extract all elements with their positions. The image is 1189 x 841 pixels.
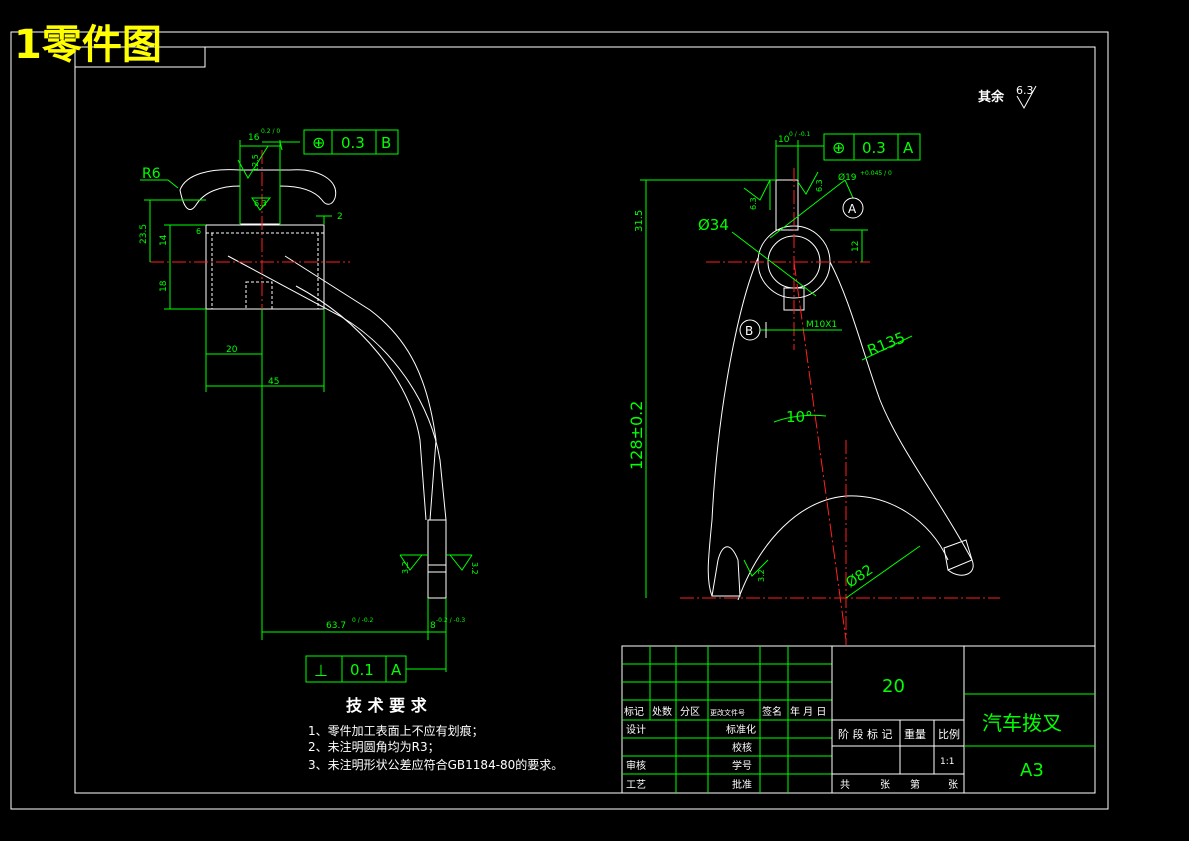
svg-text:B: B <box>381 134 391 152</box>
svg-text:6: 6 <box>196 227 201 236</box>
svg-text:重量: 重量 <box>904 727 926 741</box>
svg-text:⊕: ⊕ <box>832 138 845 157</box>
svg-text:A: A <box>848 202 857 216</box>
dim-34: Ø34 <box>698 216 729 234</box>
other-surfaces-value: 6.3 <box>1016 84 1034 97</box>
svg-text:B: B <box>745 324 753 338</box>
svg-text:14: 14 <box>159 234 169 246</box>
svg-text:标记: 标记 <box>624 706 644 718</box>
right-arm <box>829 261 974 576</box>
datum-a-marker <box>842 197 864 219</box>
svg-text:10: 10 <box>778 135 790 145</box>
svg-text:A: A <box>391 661 402 679</box>
svg-text:0.1: 0.1 <box>350 661 374 679</box>
svg-text:工艺: 工艺 <box>626 779 646 791</box>
svg-text:0.3: 0.3 <box>341 134 365 152</box>
svg-text:-0.2 / -0.3: -0.2 / -0.3 <box>436 617 465 624</box>
svg-text:6.3: 6.3 <box>254 199 267 208</box>
radius-135: R135 <box>865 328 908 359</box>
svg-text:张: 张 <box>948 779 958 791</box>
front-position-tolerance-frame <box>823 133 921 161</box>
svg-text:分区: 分区 <box>680 706 700 718</box>
arm-outer <box>227 255 447 521</box>
svg-text:M10X1: M10X1 <box>806 320 837 330</box>
svg-text:共: 共 <box>840 779 850 791</box>
svg-text:处数: 处数 <box>652 705 672 718</box>
page-title: 1零件图 <box>14 22 162 68</box>
outer-frame <box>10 31 1109 810</box>
svg-text:20: 20 <box>226 345 238 355</box>
svg-text:年 月 日: 年 月 日 <box>790 705 826 718</box>
svg-text:学号: 学号 <box>732 759 752 772</box>
scale-value: 1:1 <box>940 757 954 767</box>
body-block <box>205 224 325 310</box>
perpendicularity-icon: ⊥ <box>314 661 328 680</box>
sheet-size: A3 <box>1020 760 1044 781</box>
position-tolerance-frame <box>303 129 399 155</box>
top-width-dim: 16 <box>248 133 260 143</box>
svg-text:审核: 审核 <box>626 759 646 772</box>
svg-text:8: 8 <box>430 621 436 631</box>
angle-label: 10° <box>786 408 813 426</box>
svg-text:3.2: 3.2 <box>757 569 766 582</box>
title-tab <box>74 46 206 68</box>
svg-text:第: 第 <box>910 778 920 791</box>
inner-frame <box>74 46 1096 794</box>
svg-text:45: 45 <box>268 377 279 387</box>
svg-text:设计: 设计 <box>626 723 646 736</box>
svg-text:0.2 / 0: 0.2 / 0 <box>261 128 280 135</box>
svg-text:3.2: 3.2 <box>401 561 410 574</box>
svg-text:31.5: 31.5 <box>634 210 645 232</box>
svg-text:3.2: 3.2 <box>470 562 479 575</box>
front-view: 10 0 / -0.1 ⊕ 0.3 A 6.3 6.3 Ø19 +0.045 /… <box>627 131 1000 645</box>
svg-text:0.3: 0.3 <box>862 139 886 157</box>
tech-item-1: 1、零件加工表面上不应有划痕； <box>308 723 484 738</box>
svg-text:+0.045 / 0: +0.045 / 0 <box>860 170 892 177</box>
svg-text:更改文件号: 更改文件号 <box>710 708 745 717</box>
svg-text:12.5: 12.5 <box>251 154 260 172</box>
dim-128: 128±0.2 <box>627 401 646 470</box>
svg-text:63.7: 63.7 <box>326 621 346 631</box>
svg-text:校核: 校核 <box>732 741 752 754</box>
svg-text:比例: 比例 <box>938 727 960 741</box>
tech-heading: 技 术 要 求 <box>346 696 428 715</box>
dim-82: Ø82 <box>843 562 876 591</box>
roughness-symbol-icon <box>1016 85 1037 110</box>
svg-text:标准化: 标准化 <box>726 723 756 736</box>
svg-text:6.3: 6.3 <box>749 197 758 210</box>
tech-item-3: 3、未注明形状公差应符合GB1184-80的要求。 <box>308 757 563 772</box>
fork-head <box>179 169 337 225</box>
fork-tab <box>427 519 447 599</box>
position-tolerance-icon: ⊕ <box>312 133 325 152</box>
svg-text:6.3: 6.3 <box>815 179 824 192</box>
svg-text:阶 段 标 记: 阶 段 标 记 <box>838 727 893 741</box>
tech-requirements: 技 术 要 求 1、零件加工表面上不应有划痕； 2、未注明圆角均为R3； 3、未… <box>308 696 563 772</box>
title-block: 标记 处数 分区 更改文件号 签名 年 月 日 设计 标准化 校核 审核 学号 … <box>621 645 1096 794</box>
svg-text:批准: 批准 <box>732 778 752 791</box>
svg-text:2: 2 <box>337 212 343 222</box>
svg-text:0 / -0.1: 0 / -0.1 <box>789 131 811 138</box>
svg-text:Ø19: Ø19 <box>838 172 857 183</box>
svg-text:签名: 签名 <box>762 705 782 718</box>
svg-text:0 / -0.2: 0 / -0.2 <box>352 617 374 624</box>
svg-text:18: 18 <box>159 280 169 292</box>
svg-text:23.5: 23.5 <box>139 224 149 244</box>
material-value: 20 <box>882 676 905 697</box>
tech-item-2: 2、未注明圆角均为R3； <box>308 739 440 754</box>
other-surfaces-label: 其余 <box>978 89 1005 105</box>
hub-slot <box>775 179 799 231</box>
left-arm <box>707 257 759 597</box>
side-view: R6 16 0.2 / 0 12.5 6.3 ⊕ 0.3 B 2 23.5 14… <box>139 128 479 683</box>
radius-label: R6 <box>142 166 161 182</box>
svg-text:A: A <box>903 139 914 157</box>
svg-text:12: 12 <box>851 241 861 252</box>
part-name: 汽车拨叉 <box>982 711 1062 735</box>
svg-text:张: 张 <box>880 779 890 791</box>
